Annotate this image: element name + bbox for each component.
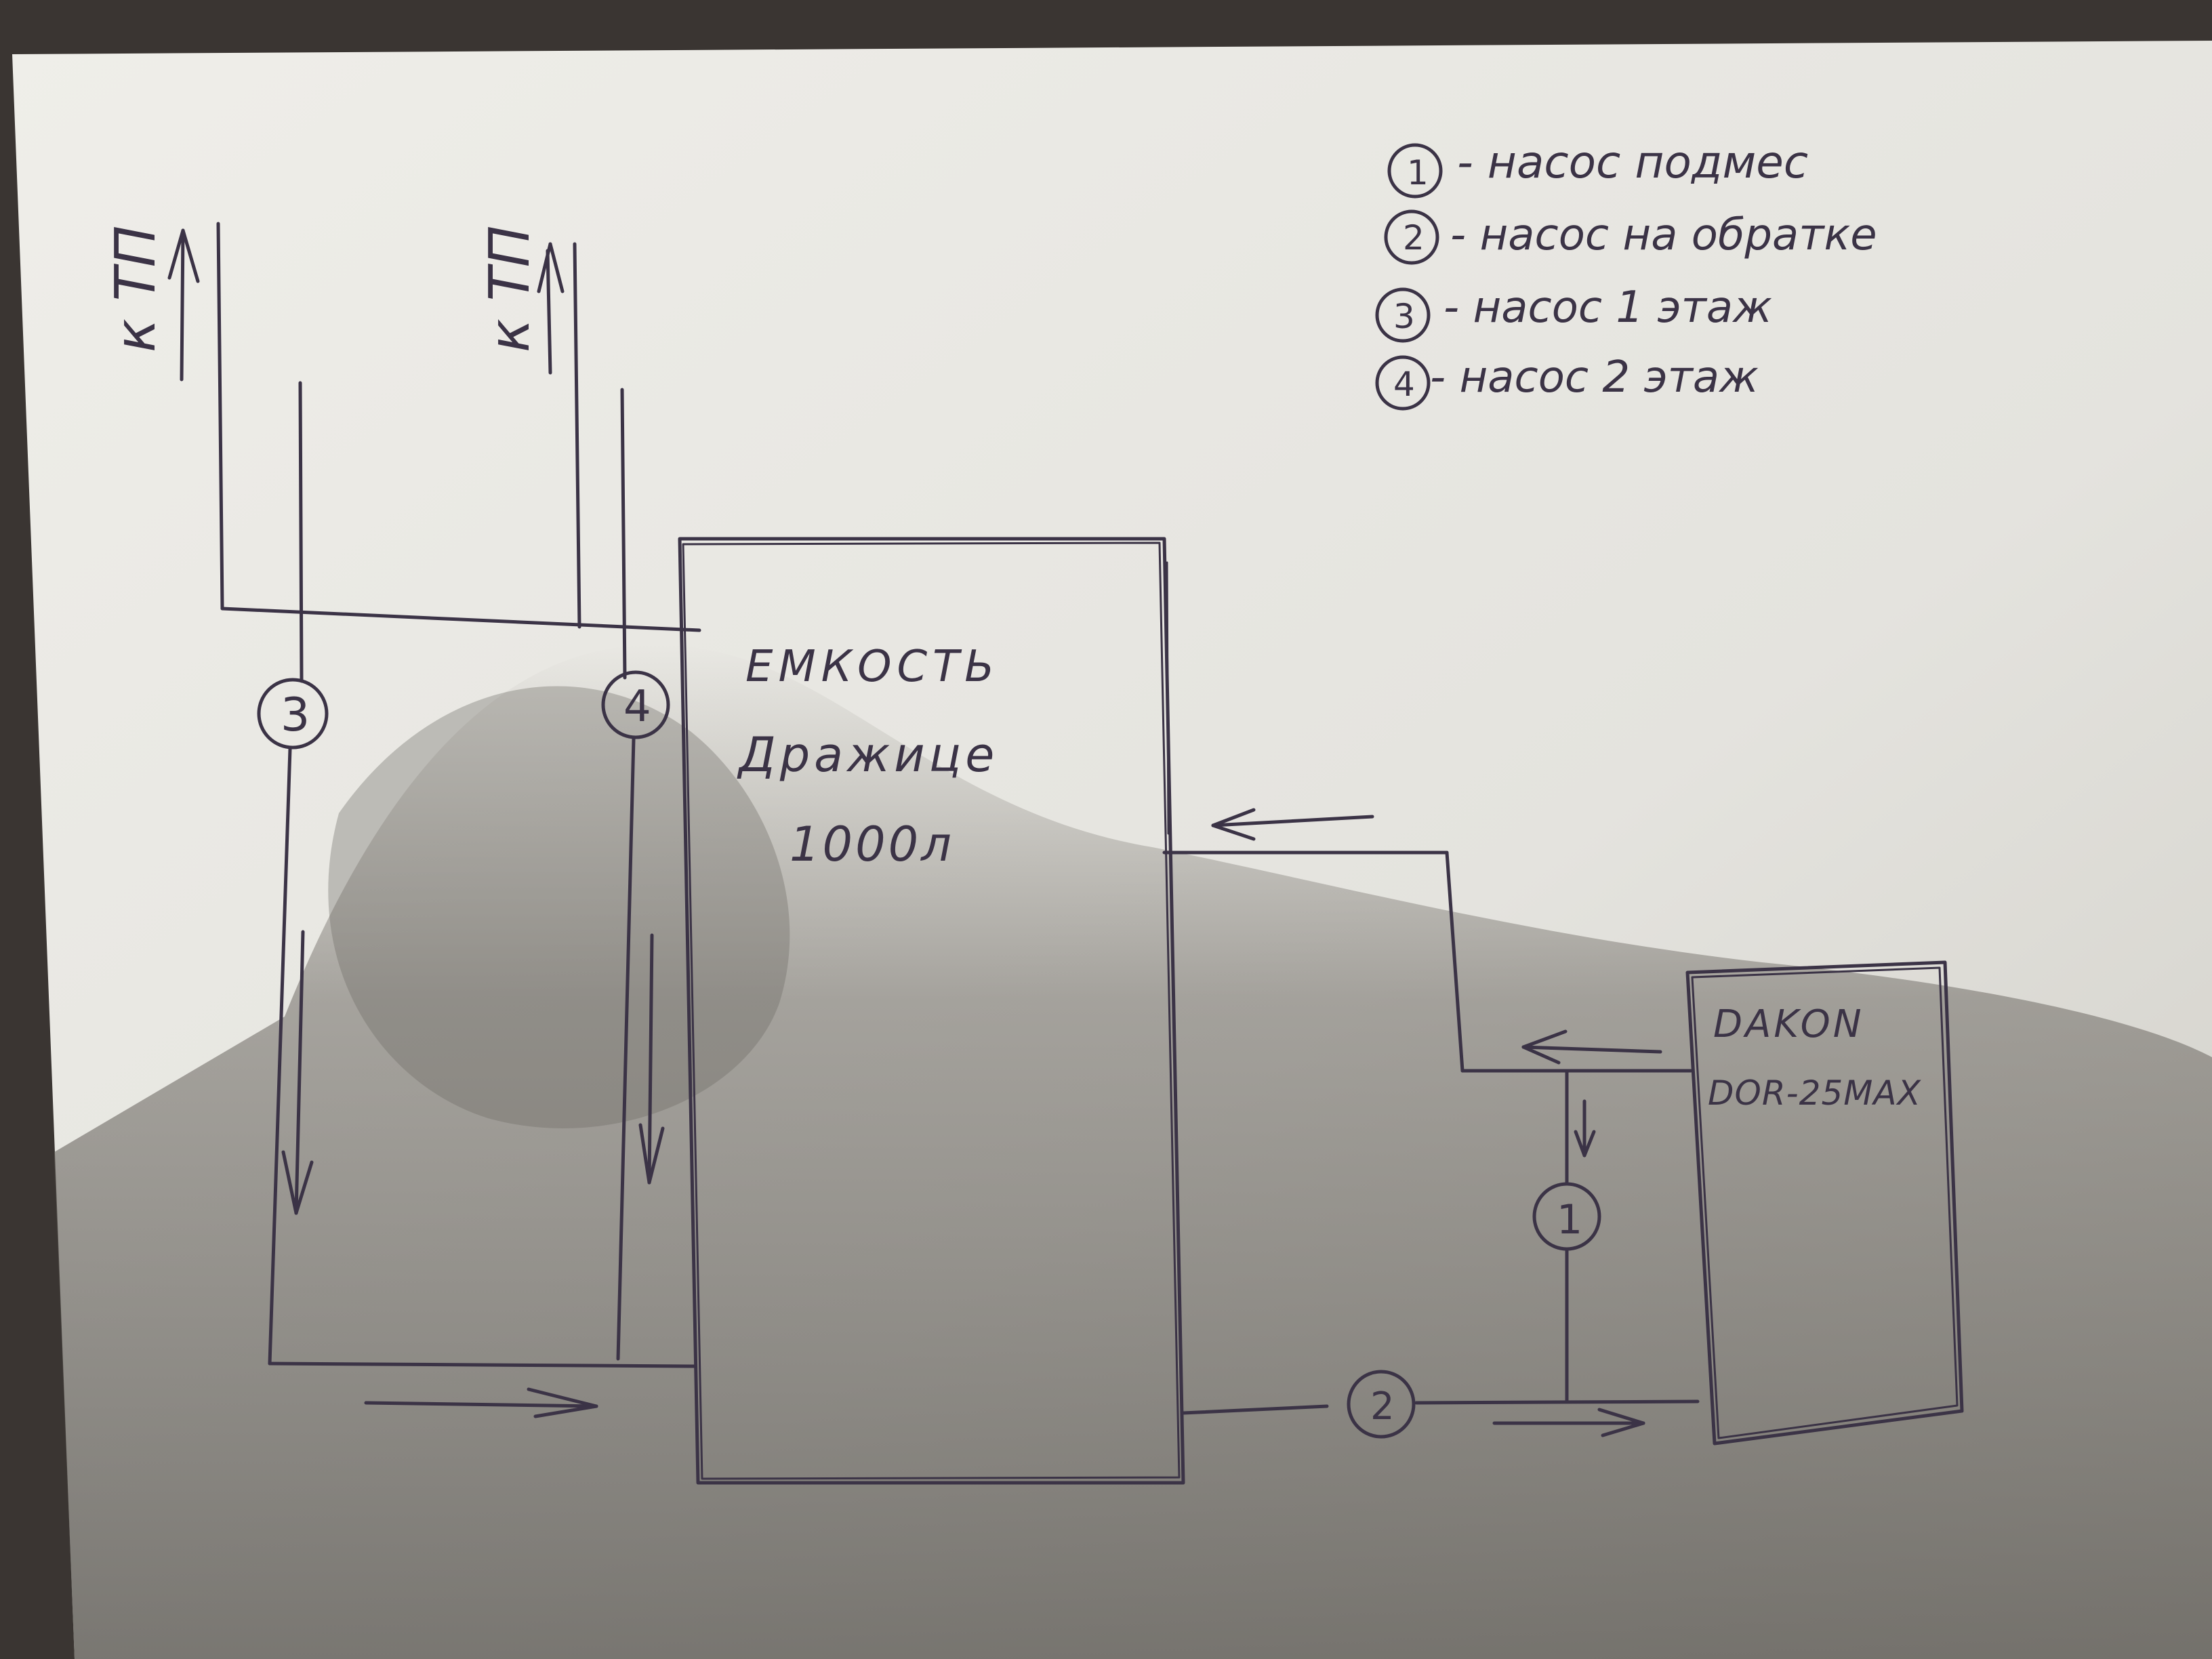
pump-2-number: 2 (1370, 1385, 1395, 1429)
legend-text-2: - насос на обратке (1450, 210, 1877, 260)
hand-shadow-core (328, 686, 790, 1128)
circuit-floor-2 (537, 242, 665, 1361)
legend-num-2: 2 (1403, 218, 1425, 258)
legend-num-3: 3 (1393, 297, 1415, 336)
tank-label-line1: ЕМКОСТЬ (745, 642, 1000, 692)
legend-circle-4 (1375, 355, 1431, 411)
legend-text-3: - насос 1 этаж (1443, 283, 1772, 333)
legend-num-1: 1 (1407, 153, 1429, 192)
outlet-label-right: к ТП (478, 226, 542, 352)
pump-4-number: 4 (623, 682, 651, 732)
pump-4-symbol (601, 670, 670, 739)
pump-3-symbol (257, 678, 329, 750)
legend-num-4: 4 (1393, 365, 1415, 404)
pump-1-number: 1 (1557, 1196, 1582, 1244)
tank-label-line2: Дражице (737, 727, 998, 783)
outlet-label-left: к ТП (104, 226, 168, 352)
mixing-line (1565, 1070, 1596, 1404)
legend-circle-2 (1384, 209, 1439, 265)
pump-2-symbol (1347, 1370, 1416, 1439)
circuit-floor-1 (167, 222, 701, 1418)
pump-1-symbol (1532, 1182, 1601, 1251)
boiler (1685, 960, 1964, 1446)
boiler-label-line1: DAKON (1713, 1002, 1864, 1046)
legend-text-1: - насос подмес (1457, 136, 1808, 188)
boiler-label-line2: DOR-25MAX (1708, 1073, 1922, 1113)
pump-3-number: 3 (281, 689, 310, 742)
boiler-supply-line (1162, 808, 1693, 1073)
legend-text-4: - насос 2 этаж (1430, 352, 1759, 403)
legend-circle-1 (1387, 143, 1443, 199)
legend-circle-3 (1375, 287, 1431, 343)
return-line (1181, 1399, 1700, 1437)
buffer-tank (678, 537, 1185, 1485)
tank-label-line3: 1000л (790, 817, 954, 872)
